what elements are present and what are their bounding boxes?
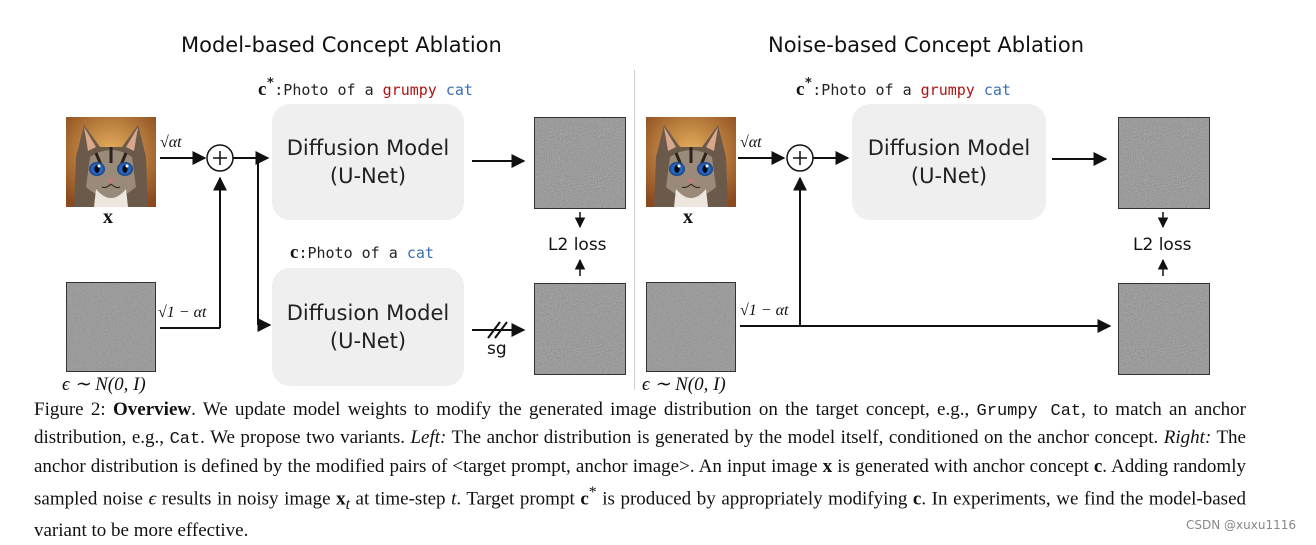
noise-label: ϵ ∼ N(0, I) <box>62 374 146 395</box>
cat-image <box>66 117 156 207</box>
noise-image <box>66 282 156 372</box>
noise-label: ϵ ∼ N(0, I) <box>642 374 726 395</box>
noise-output-bottom <box>534 283 626 375</box>
image-label: x <box>683 206 693 228</box>
l2-loss-label: L2 loss <box>548 235 607 255</box>
stop-grad-label: sg <box>487 339 507 359</box>
diagram-connectors <box>160 144 1169 339</box>
target-prompt: c*:Photo of a grumpy cat <box>796 76 1011 100</box>
cat-image <box>646 117 736 207</box>
noise-output-top <box>1118 117 1210 209</box>
watermark: CSDN @xuxu1116 <box>1186 518 1296 532</box>
noise-output-top <box>534 117 626 209</box>
noise-output-bottom <box>1118 283 1210 375</box>
noise-image <box>646 282 736 372</box>
right-panel-title: Noise-based Concept Ablation <box>768 33 1085 57</box>
figure-caption: Figure 2: Overview. We update model weig… <box>34 399 1247 542</box>
unet-label: (U-Net) <box>329 164 407 188</box>
diffusion-model-label: Diffusion Model <box>286 301 450 325</box>
unet-label: (U-Net) <box>910 164 988 188</box>
l2-loss-label: L2 loss <box>1133 235 1192 255</box>
coef-sqrt-one-minus-alpha: √1 − αt <box>158 304 207 321</box>
diffusion-model-box: Diffusion Model (U-Net) <box>272 268 464 386</box>
diffusion-model-box: Diffusion Model (U-Net) <box>272 104 464 220</box>
unet-label: (U-Net) <box>329 329 407 353</box>
image-label: x <box>103 206 113 228</box>
coef-sqrt-alpha: √αt <box>740 134 762 151</box>
diffusion-model-box: Diffusion Model (U-Net) <box>852 104 1046 220</box>
target-prompt: c*:Photo of a grumpy cat <box>258 76 473 100</box>
left-panel-title: Model-based Concept Ablation <box>181 33 502 57</box>
stop-gradient-icon <box>487 321 508 339</box>
coef-sqrt-alpha: √αt <box>160 134 182 151</box>
diffusion-model-label: Diffusion Model <box>867 136 1031 160</box>
panel-divider <box>634 70 635 390</box>
coef-sqrt-one-minus-alpha: √1 − αt <box>740 302 789 319</box>
diffusion-model-label: Diffusion Model <box>286 136 450 160</box>
anchor-prompt: c:Photo of a cat <box>290 242 434 263</box>
